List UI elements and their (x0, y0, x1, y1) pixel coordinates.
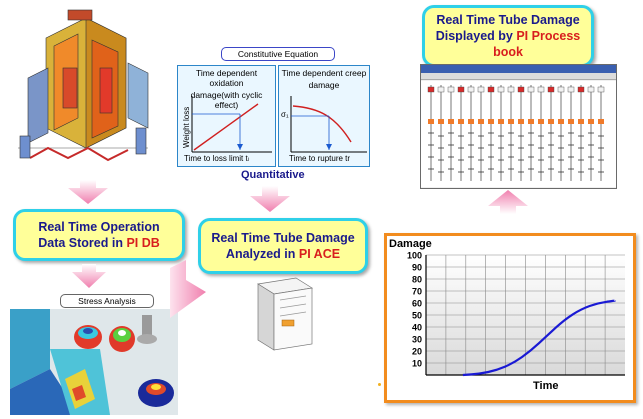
processbook-tube-grid (421, 81, 616, 187)
tube-top-marker (457, 86, 465, 93)
arrow-equation-to-ace (250, 186, 290, 212)
arrow-stress-to-ace (170, 260, 206, 318)
tube-mid-marker (528, 119, 534, 124)
tube-top-marker (557, 86, 565, 93)
chart-ylabel: Damage (389, 238, 432, 250)
oxidation-graph (191, 96, 272, 153)
y-tick-label: 70 (412, 287, 422, 297)
y-tick-label: 10 (412, 359, 422, 369)
callout-displayed-line3: book (493, 45, 523, 59)
tube-mid-marker (438, 119, 444, 124)
tube-mid-marker (488, 119, 494, 124)
tube-top-marker (497, 86, 505, 93)
y-tick-label: 90 (412, 263, 422, 273)
decorative-dot (378, 383, 381, 386)
tube-mid-marker (518, 119, 524, 124)
tube-top-marker (517, 86, 525, 93)
processbook-toolbar (421, 73, 616, 80)
tube-mid-marker (448, 119, 454, 124)
y-tick-label: 30 (412, 335, 422, 345)
tube-mid-marker (588, 119, 594, 124)
tube-mid-marker (578, 119, 584, 124)
creep-panel: Time dependent creep damage σ₁ Time to r… (278, 65, 370, 167)
server-illustration (257, 277, 313, 351)
tube-top-marker (577, 86, 585, 93)
tube-top-marker (567, 86, 575, 93)
creep-ylabel: σ₁ (281, 110, 289, 119)
tube-top-marker (527, 86, 535, 93)
oxidation-title-line1: Time dependent oxidation (195, 68, 258, 88)
tube-top-marker (487, 86, 495, 93)
tube-top-marker (597, 86, 605, 93)
callout-displayed-line2: Displayed by (435, 29, 517, 43)
y-tick-label: 100 (407, 251, 422, 261)
arrow-boiler-to-db (68, 180, 108, 204)
callout-displayed-highlight: PI Process (516, 29, 581, 43)
damage-chart: 10 20 30 40 50 60 70 80 90 100 (407, 251, 625, 377)
callout-displayed: Real Time Tube Damage Displayed by PI Pr… (422, 5, 594, 67)
tube-top-marker (587, 86, 595, 93)
oxidation-title-line2: damage(with cyclic effect) (190, 90, 263, 110)
callout-operation-line2: Data Stored in (38, 236, 127, 250)
callout-operation-data: Real Time Operation Data Stored in PI DB (13, 209, 185, 261)
tube-top-marker (507, 86, 515, 93)
y-tick-label: 80 (412, 275, 422, 285)
oxidation-xlabel: Time to loss limit tₗ (184, 154, 250, 163)
callout-analyzed: Real Time Tube Damage Analyzed in PI ACE (198, 218, 368, 274)
callout-analyzed-highlight: PI ACE (298, 247, 341, 261)
creep-graph (290, 96, 367, 153)
tube-mid-marker (568, 119, 574, 124)
callout-displayed-line1: Real Time Tube Damage (436, 13, 580, 27)
y-tick-label: 40 (412, 323, 422, 333)
stress-analysis-image (10, 309, 178, 415)
oxidation-panel: Time dependent oxidation damage(with cyc… (177, 65, 276, 167)
series-damage-line (462, 299, 616, 377)
processbook-titlebar (421, 65, 616, 73)
tube-mid-marker (478, 119, 484, 124)
callout-operation-highlight: PI DB (126, 236, 160, 250)
tube-mid-marker (538, 119, 544, 124)
y-tick-label: 50 (412, 311, 422, 321)
tube-mid-marker (508, 119, 514, 124)
creep-xlabel: Time to rupture tr (289, 154, 351, 163)
creep-title-line1: Time dependent creep (281, 68, 367, 78)
creep-title-line2: damage (308, 80, 340, 90)
tube-top-marker (537, 86, 545, 93)
tube-mid-marker (458, 119, 464, 124)
y-tick-label: 60 (412, 299, 422, 309)
tube-top-marker (447, 86, 455, 93)
tube-mid-marker (598, 119, 604, 124)
tube-mid-marker (548, 119, 554, 124)
chart-xlabel: Time (533, 380, 559, 392)
constitutive-equation-label: Constitutive Equation (221, 47, 335, 61)
processbook-screenshot (420, 64, 617, 189)
tube-mid-marker (428, 119, 434, 124)
callout-analyzed-line1: Real Time Tube Damage (211, 231, 355, 245)
tube-top-marker (427, 86, 435, 93)
y-tick-label: 20 (412, 347, 422, 357)
tube-mid-marker (558, 119, 564, 124)
callout-operation-line1: Real Time Operation (38, 220, 160, 234)
arrow-chart-to-processbook (488, 190, 528, 214)
tube-top-marker (437, 86, 445, 93)
stress-analysis-label: Stress Analysis (60, 294, 154, 308)
quantitative-label: Quantitative (241, 169, 305, 181)
tube-mid-marker (498, 119, 504, 124)
callout-analyzed-line2: Analyzed in (225, 247, 299, 261)
arrow-db-to-stress (72, 264, 106, 288)
tube-top-marker (477, 86, 485, 93)
tube-top-marker (467, 86, 475, 93)
tube-mid-marker (468, 119, 474, 124)
boiler-illustration (18, 9, 149, 162)
tube-top-marker (547, 86, 555, 93)
